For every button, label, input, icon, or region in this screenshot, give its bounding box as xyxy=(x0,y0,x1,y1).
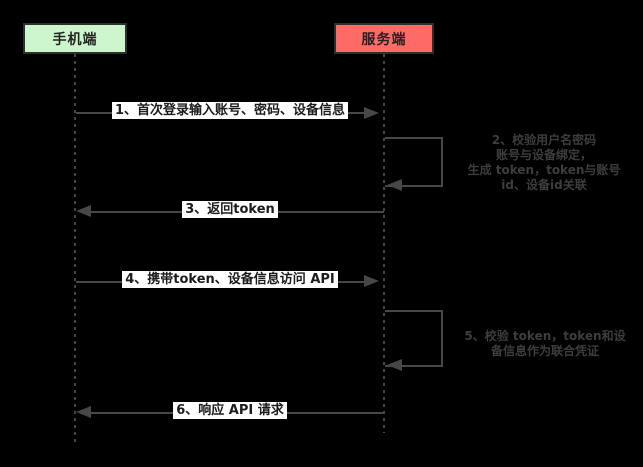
message-4-label: 4、携带token、设备信息访问 API xyxy=(76,268,384,288)
message-3-arrowhead-icon xyxy=(76,205,91,217)
message-1-arrowhead-icon xyxy=(364,107,379,119)
message-3-line xyxy=(90,211,384,213)
message-4-line xyxy=(76,281,369,283)
message-6-line xyxy=(90,412,384,414)
message-1-line xyxy=(76,112,369,114)
message-2-self-loop xyxy=(385,137,443,187)
message-2-arrowhead-icon xyxy=(387,179,402,191)
message-4-arrowhead-icon xyxy=(364,275,379,287)
actor-mobile-label: 手机端 xyxy=(52,31,98,48)
message-5-self-loop xyxy=(385,310,443,367)
message-5-arrowhead-icon xyxy=(387,359,402,371)
actor-server-label: 服务端 xyxy=(361,31,407,48)
lifeline-mobile xyxy=(74,54,76,444)
message-5-note: 5、校验 token，token和设 备信息作为联合凭证 xyxy=(464,329,626,358)
message-3-label: 3、返回token xyxy=(76,198,384,218)
actor-mobile-box: 手机端 xyxy=(23,23,127,54)
message-6-label: 6、响应 API 请求 xyxy=(76,399,384,419)
message-1-label: 1、首次登录输入账号、密码、设备信息 xyxy=(76,99,384,119)
actor-server-box: 服务端 xyxy=(334,23,434,54)
message-2-note: 2、校验用户名密码 账号与设备绑定， 生成 token，token与账号 id、… xyxy=(467,133,621,192)
lifeline-server xyxy=(383,54,385,433)
message-6-arrowhead-icon xyxy=(76,406,91,418)
